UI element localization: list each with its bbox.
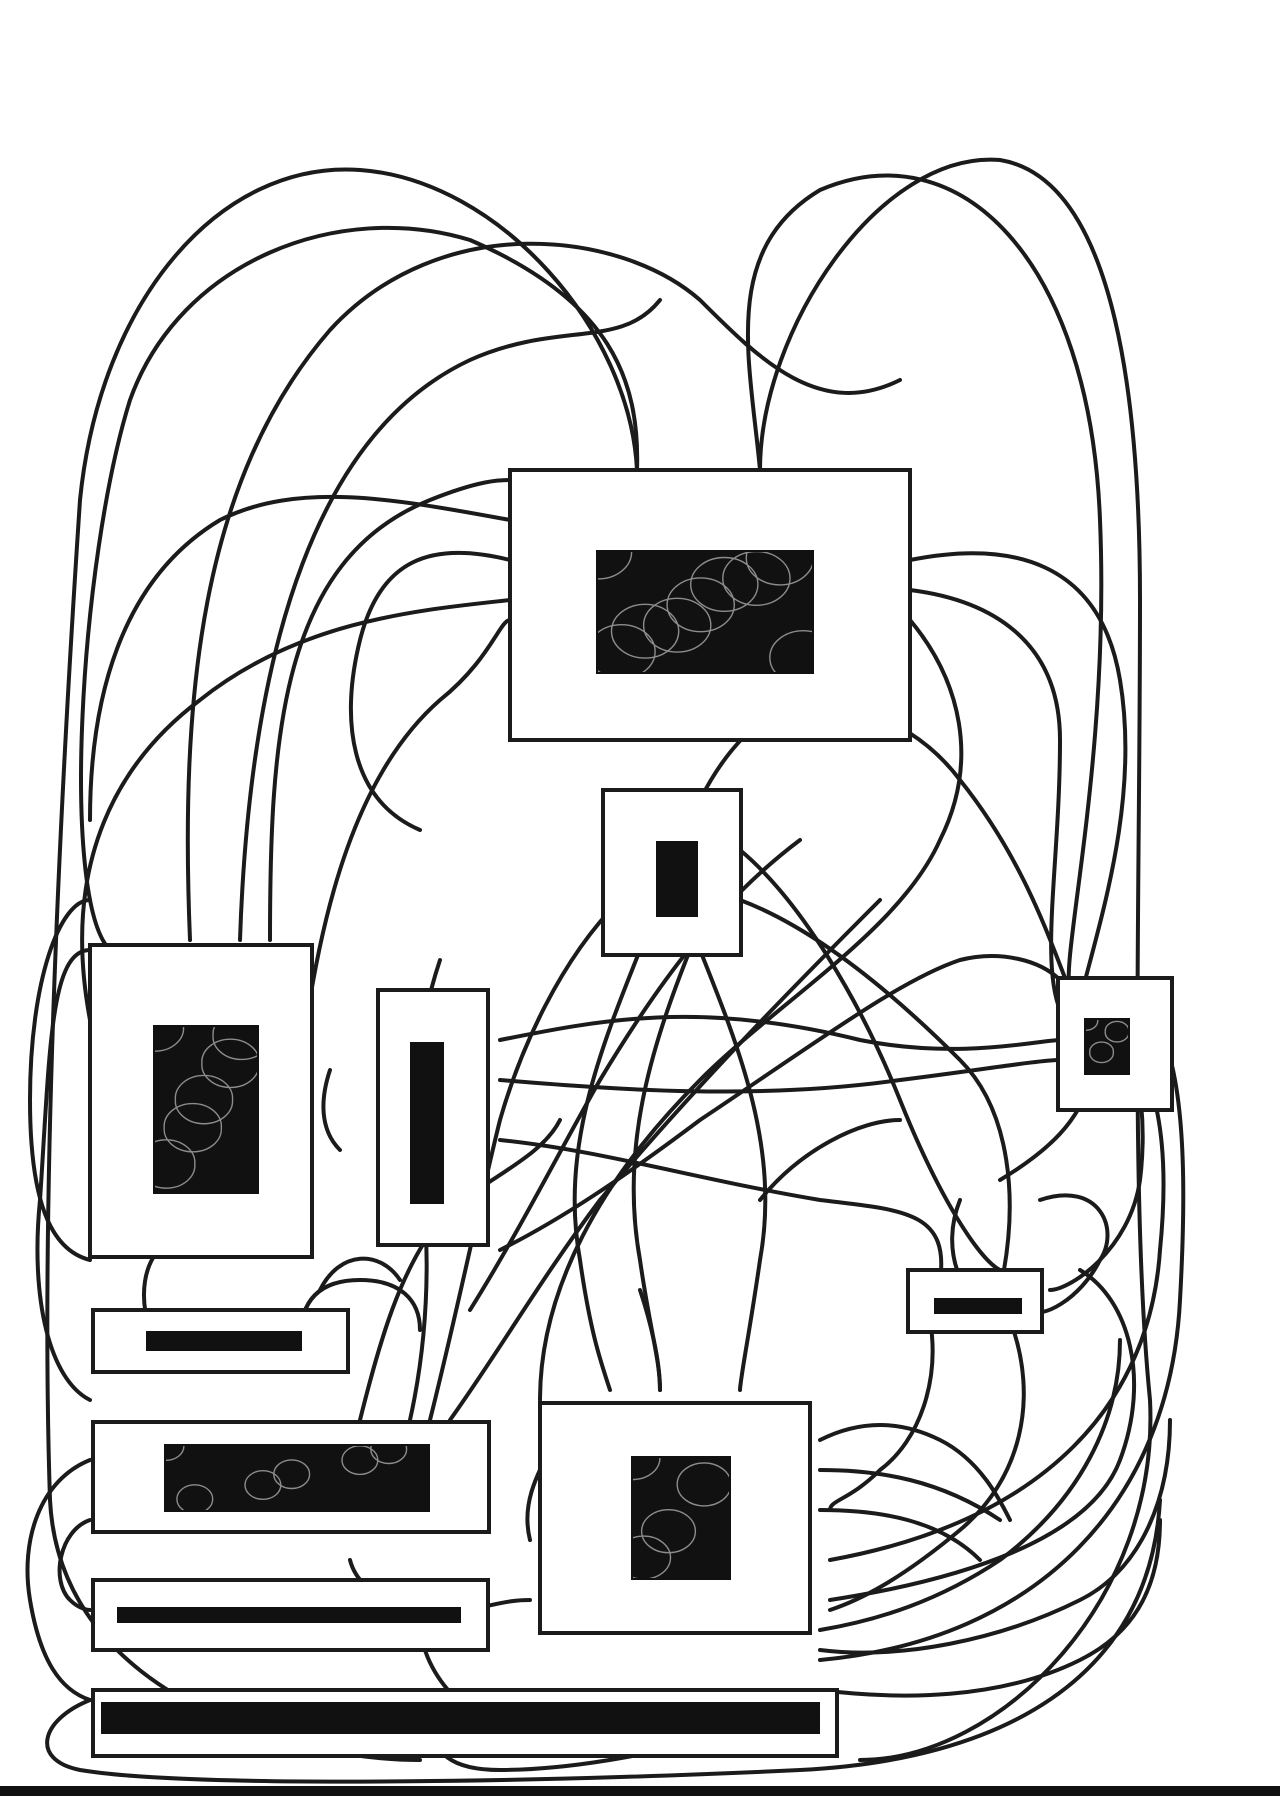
left-wide-component (91, 1420, 491, 1534)
bottom-long-component-core (101, 1702, 820, 1734)
wire-12 (908, 551, 1128, 1002)
left-wide-component-scribble (166, 1446, 408, 1510)
wire-29 (828, 1318, 935, 1512)
top-large-component (508, 468, 912, 742)
left-tall-component-core (153, 1025, 259, 1194)
right-small-component-core (1084, 1018, 1130, 1075)
left-slot-component-core (146, 1331, 302, 1351)
wire-10 (80, 598, 512, 1022)
bottom-center-component (538, 1401, 812, 1635)
wire-42 (25, 1458, 92, 1702)
right-small-component-scribble (1086, 1020, 1128, 1064)
left-tall-component-scribble (155, 1027, 257, 1189)
wire-27 (828, 1268, 1137, 1602)
wire-5 (185, 241, 902, 942)
wire-13 (908, 588, 1062, 1012)
wire-30 (498, 954, 1062, 1252)
bottom-center-component-core (631, 1456, 731, 1580)
wire-19 (698, 948, 768, 1392)
wire-56 (758, 1118, 902, 1202)
wire-52 (1028, 1193, 1110, 1315)
wire-16 (738, 848, 1002, 1272)
left-strip-component-core (117, 1607, 461, 1623)
wire-18 (572, 948, 642, 1392)
wire-49 (318, 1256, 402, 1292)
wire-46 (818, 1518, 1162, 1698)
wire-6 (238, 298, 662, 942)
wire-28 (828, 1318, 1026, 1612)
bottom-long-component (91, 1688, 839, 1758)
right-slot-component-core (934, 1298, 1022, 1314)
wire-57 (818, 1423, 1012, 1522)
narrow-bar-component-core (410, 1042, 444, 1204)
wire-11 (88, 494, 512, 822)
wire-40 (57, 1518, 92, 1612)
top-large-component-scribble (598, 552, 812, 672)
wire-44 (818, 1338, 1122, 1632)
center-small-component-core (656, 841, 698, 917)
wire-33 (428, 898, 622, 1422)
wire-59 (818, 1508, 982, 1562)
wire-20 (738, 898, 1012, 1292)
wire-9 (348, 550, 512, 832)
center-small-component (601, 788, 743, 957)
wire-54 (638, 1288, 662, 1392)
wire-21 (498, 1014, 1062, 1051)
wire-14 (538, 618, 964, 1402)
left-tall-component (88, 943, 314, 1259)
paper-bottom-edge (0, 1786, 1280, 1796)
tangled-wire-layer (25, 157, 1186, 1784)
left-wide-component-core (164, 1444, 430, 1512)
left-strip-component (91, 1578, 490, 1652)
wire-45 (818, 1418, 1172, 1655)
right-small-component (1056, 976, 1174, 1112)
wire-50 (321, 1068, 342, 1152)
top-large-component-core (596, 550, 814, 674)
wire-8 (298, 618, 512, 1072)
narrow-bar-component (376, 988, 490, 1247)
left-slot-component (91, 1308, 350, 1374)
wire-58 (818, 1468, 1002, 1522)
wire-43 (28, 898, 92, 1262)
wire-3 (758, 157, 1153, 1762)
wire-23 (498, 1138, 944, 1282)
wire-41 (35, 948, 92, 1402)
wire-32 (448, 898, 882, 1422)
bottom-center-component-scribble (633, 1458, 729, 1578)
component-box-layer (88, 468, 1174, 1758)
wire-2 (745, 173, 1104, 992)
wire-1 (79, 225, 640, 952)
wire-39 (45, 1498, 1162, 1784)
wire-7 (268, 478, 512, 942)
right-slot-component (906, 1268, 1044, 1334)
wire-15 (698, 702, 1082, 1012)
